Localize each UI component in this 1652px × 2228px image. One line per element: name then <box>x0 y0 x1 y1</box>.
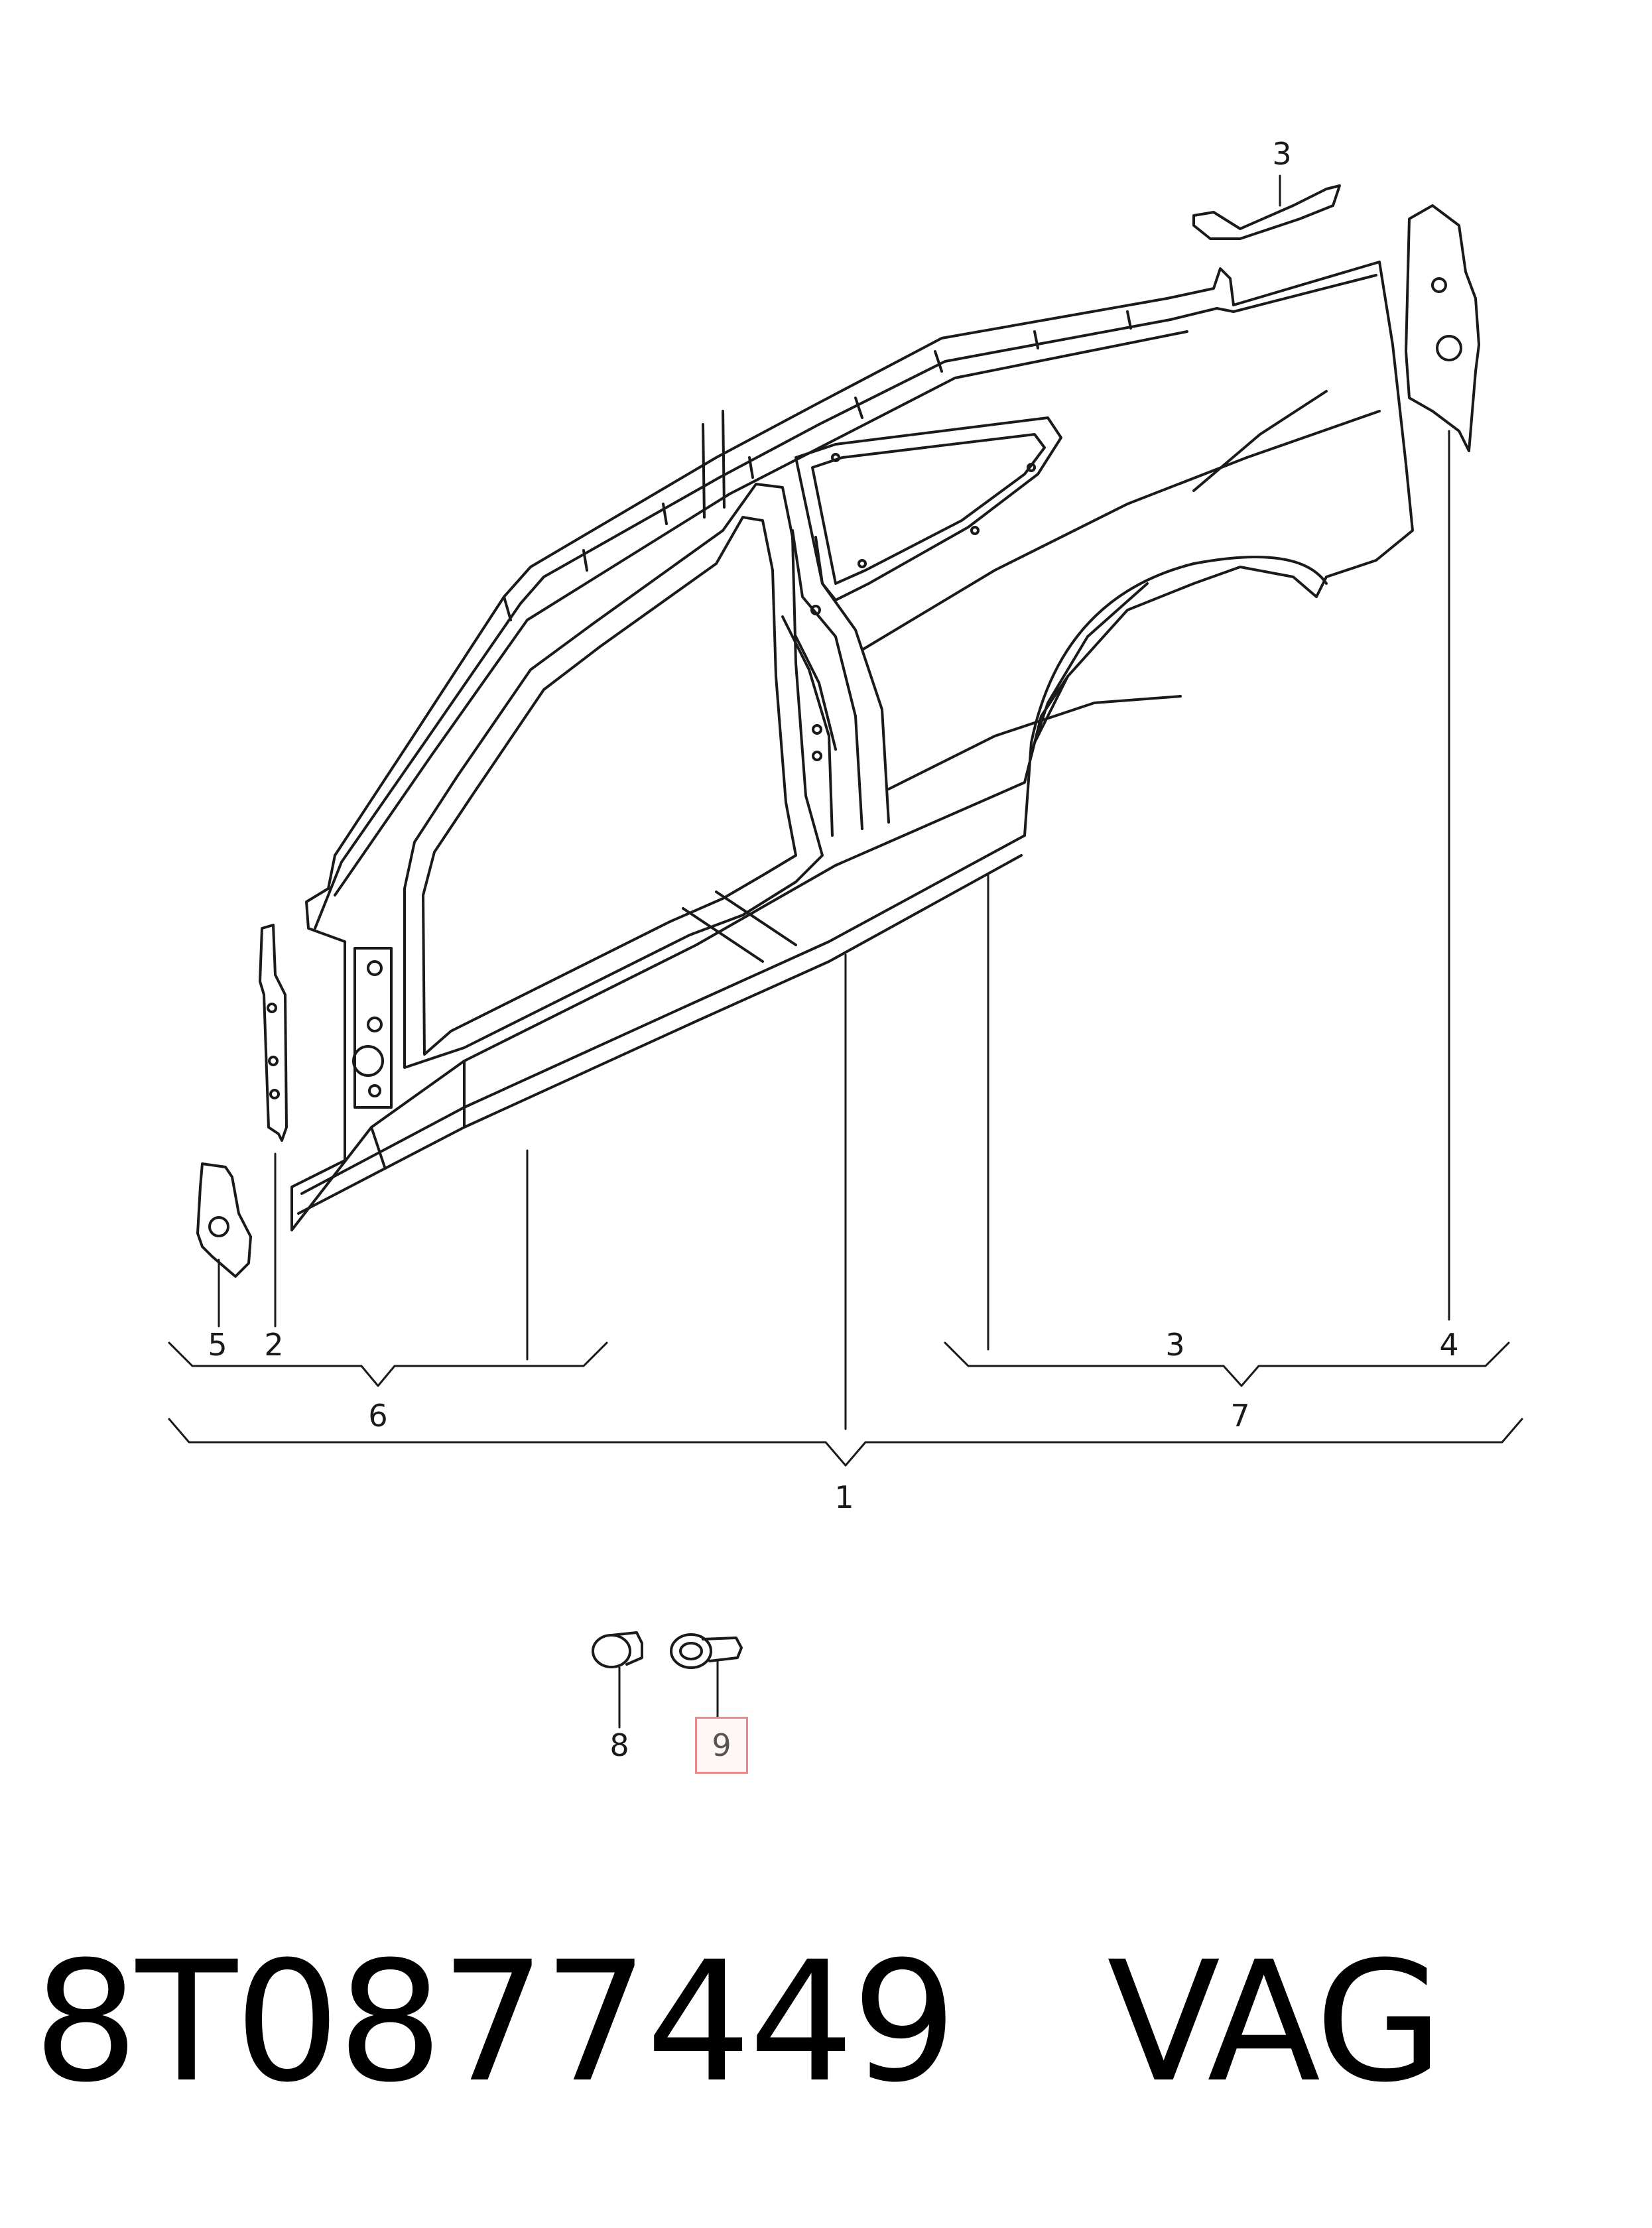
front-door-opening <box>403 483 824 1069</box>
roof-section-break <box>702 410 726 519</box>
b-pillar-lines <box>781 529 890 837</box>
rear-quarter-window-inner <box>811 433 1046 585</box>
callout-5: 5 <box>208 1327 227 1363</box>
brace-6 <box>168 1341 608 1387</box>
rear-quarter-window <box>794 416 1062 601</box>
rear-wheel-arch <box>1023 556 1328 837</box>
part-3-bracket <box>1192 184 1341 240</box>
callout-8: 8 <box>609 1727 629 1763</box>
part-9-clip <box>670 1633 743 1720</box>
callout-4: 4 <box>1439 1327 1459 1363</box>
side-panel-assembly <box>290 261 1414 1231</box>
callout-7: 7 <box>1230 1398 1250 1434</box>
part-4-inner-panel <box>1405 204 1480 452</box>
brace-1 <box>168 1418 1523 1467</box>
roof-rail-ribs <box>503 310 1132 621</box>
leader-lines <box>218 174 1450 1430</box>
front-door-opening-inner <box>422 516 797 1056</box>
rocker-sill <box>297 834 1026 1215</box>
callout-3-top: 3 <box>1272 136 1292 172</box>
callout-9-highlighted[interactable]: 9 <box>695 1717 748 1774</box>
a-pillar-hinge-plate <box>353 947 393 1109</box>
callout-3-bottom: 3 <box>1165 1327 1185 1363</box>
quarter-panel-lines <box>861 390 1381 790</box>
roof-rail-line <box>334 330 1188 897</box>
part-5-bracket <box>196 1162 252 1278</box>
part-number: 8T0877449 <box>33 1926 957 2119</box>
callout-2: 2 <box>264 1327 284 1363</box>
brand-name: VAG <box>1107 1926 1443 2119</box>
roof-rail-inner <box>314 274 1377 930</box>
part-8-clip <box>592 1631 643 1729</box>
brace-7 <box>944 1341 1510 1387</box>
callout-1: 1 <box>834 1479 854 1515</box>
part-2-reinforcement <box>259 924 288 1142</box>
callout-6: 6 <box>368 1398 388 1434</box>
side-panel-outline <box>290 261 1414 1231</box>
sill-section-break <box>682 891 797 963</box>
